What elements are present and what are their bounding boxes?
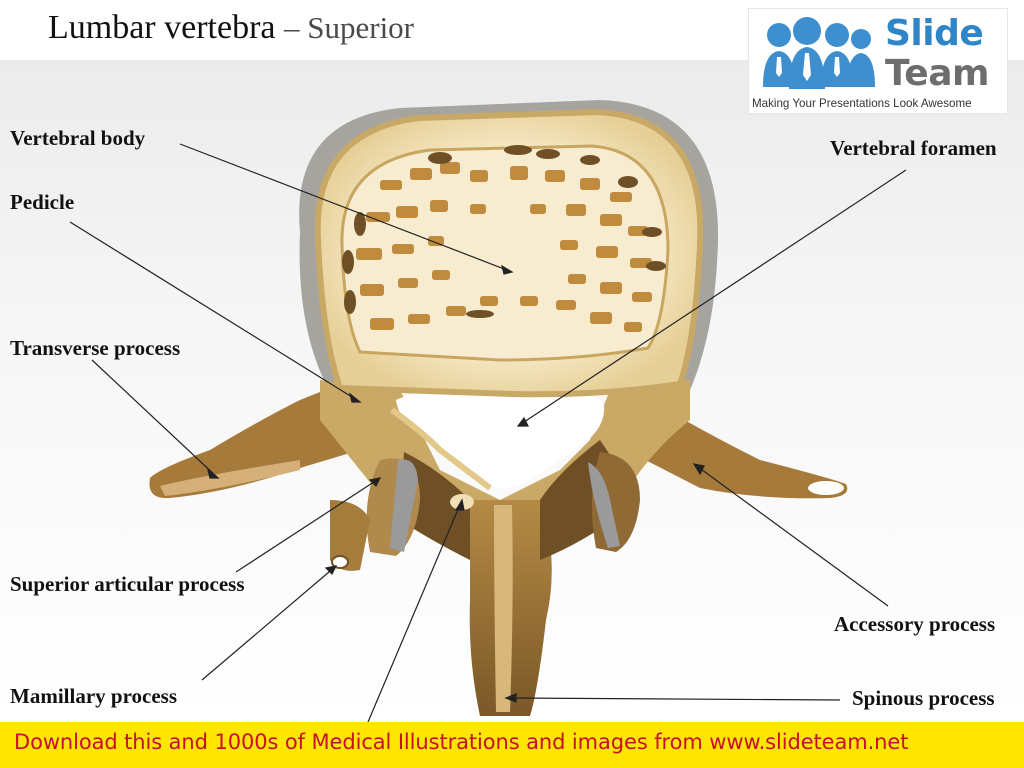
leader-lines	[69, 143, 907, 722]
people-group-icon	[763, 17, 875, 89]
spinous-ridge	[494, 505, 513, 712]
leader-spinous-process	[505, 697, 841, 701]
arrow-superior-articular-process	[368, 477, 382, 488]
label-vertebral-foramen: Vertebral foramen	[830, 136, 997, 160]
arrow-spinous-process	[504, 693, 517, 703]
right-articular-facet	[588, 462, 620, 548]
label-spinous-process: Spinous process	[852, 686, 995, 710]
arrow-accessory-process	[692, 463, 705, 476]
label-transverse-process: Transverse process	[10, 336, 181, 360]
left-transverse-process	[149, 384, 360, 499]
cancellous-bone	[340, 144, 670, 362]
arrow-mamillary-process	[324, 565, 338, 576]
leader-mamillary-process	[201, 565, 337, 681]
foramen-rim	[390, 407, 492, 491]
leader-vertebral-foramen	[517, 169, 907, 427]
label-pedicle: Pedicle	[10, 190, 75, 214]
label-superior-articular-process: Superior articular process	[10, 572, 245, 596]
arrow-lamina	[454, 498, 465, 511]
logo-tagline: Making Your Presentations Look Awesome	[752, 97, 972, 110]
leader-transverse-process	[91, 359, 219, 479]
trabecular-pattern	[356, 162, 652, 332]
arrow-vertebral-foramen	[516, 416, 529, 427]
download-banner-text[interactable]: Download this and 1000s of Medical Illus…	[14, 730, 909, 754]
arrow-vertebral-body	[501, 264, 514, 275]
logo-word-team: Team	[885, 53, 990, 94]
logo-word-slide: Slide	[885, 13, 984, 54]
title-subtitle: – Superior	[284, 10, 415, 45]
mamillary-tip	[331, 555, 349, 569]
leader-vertebral-body	[179, 143, 513, 273]
leader-lamina	[367, 499, 463, 722]
mamillary-process	[330, 500, 370, 571]
leader-superior-articular-process	[235, 477, 381, 573]
label-vertebral-body: Vertebral body	[10, 126, 146, 150]
left-transverse-highlight	[160, 460, 300, 496]
leader-accessory-process	[693, 463, 889, 607]
leader-pedicle	[69, 221, 361, 403]
left-articular-facet	[390, 459, 418, 552]
arrow-pedicle	[348, 392, 362, 403]
right-transverse-tip	[808, 481, 844, 495]
lumbar-vertebra-illustration	[69, 100, 907, 722]
label-mamillary-process: Mamillary process	[10, 684, 177, 708]
slide-title: Lumbar vertebra – Superior	[48, 6, 414, 50]
download-banner[interactable]: Download this and 1000s of Medical Illus…	[0, 722, 1024, 768]
slideteam-logo[interactable]: Slide Team Making Your Presentations Loo…	[748, 8, 1008, 114]
arrow-transverse-process	[206, 468, 220, 479]
title-main: Lumbar vertebra	[48, 9, 276, 46]
vertebral-foramen	[396, 388, 605, 489]
cortical-lacunae	[342, 145, 666, 318]
label-accessory-process: Accessory process	[834, 612, 996, 636]
